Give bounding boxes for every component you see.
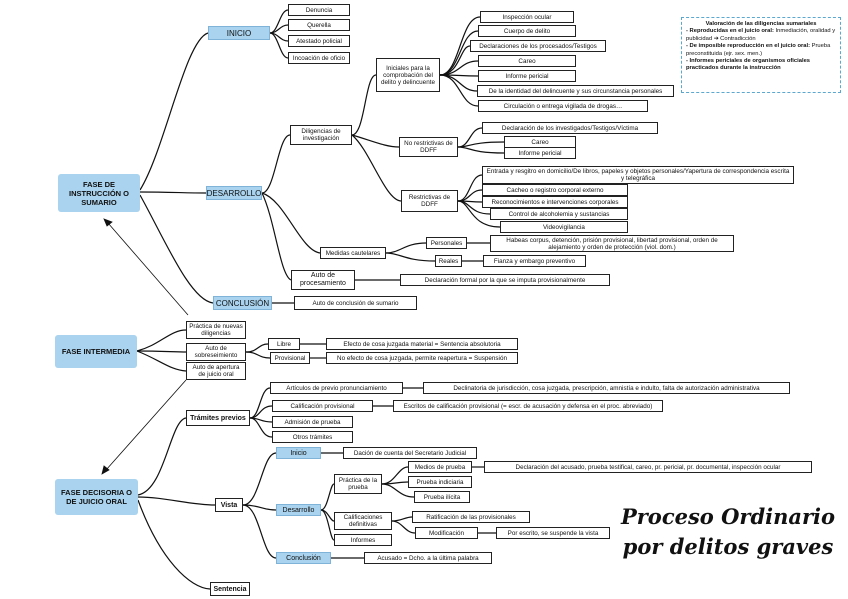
phase-decisoria: FASE DECISORIA O DE JUICIO ORAL <box>55 479 138 515</box>
diagram-title: Proceso Ordinario por delitos graves <box>618 502 838 562</box>
medios-prueba-desc: Declaración del acusado, prueba testific… <box>484 461 812 473</box>
vista-node: Vista <box>215 498 243 512</box>
provisional-node: Provisional <box>270 352 310 364</box>
libre-node: Libre <box>268 338 300 350</box>
articulos-node: Artículos de previo pronunciamiento <box>270 382 403 394</box>
iniciales-item: Informe pericial <box>478 70 576 82</box>
restrictivas-node: Restrictivas de DDFF <box>401 190 458 212</box>
iniciales-item: Declaraciones de los procesados/Testigos <box>470 40 606 52</box>
note-line-1: - Reproducidas en el juicio oral: Inmedi… <box>686 28 836 42</box>
iniciales-item: De la identidad del delincuente y sus ci… <box>477 85 674 97</box>
medidas-node: Medidas cautelares <box>320 247 386 259</box>
no-restrictivas-item: Informe pericial <box>504 147 576 159</box>
modificacion-desc: Por escrito, se suspende la vista <box>496 527 610 539</box>
iniciales-item: Careo <box>478 55 576 67</box>
practica-prueba-node: Práctica de la prueba <box>334 474 382 494</box>
admision-node: Admisión de prueba <box>272 416 353 428</box>
conclusion-desc: Auto de conclusión de sumario <box>294 296 417 310</box>
articulos-desc: Declinatoria de jurisdicción, cosa juzga… <box>423 382 790 394</box>
restrictivas-item: Control de alcoholemia y sustancias <box>490 208 628 220</box>
auto-procesamiento-desc: Declaración formal por la que se imputa … <box>400 274 610 286</box>
vista-conclusion-desc: Acusado = Dcho. a la última palabra <box>364 552 492 564</box>
personales-node: Personales <box>426 237 467 249</box>
inicio-item: Atestado policial <box>288 35 350 47</box>
reales-desc: Fianza y embargo preventivo <box>483 255 586 267</box>
note-line-3: - Informes periciales de organismos ofic… <box>686 58 811 72</box>
valoracion-note: Valoración de las diligencias sumariales… <box>681 17 841 93</box>
provisional-desc: No efecto de cosa juzgada, permite reape… <box>326 352 518 364</box>
phase-instruccion: FASE DE INSTRUCCIÓN O SUMARIO <box>58 174 140 212</box>
phase-intermedia: FASE INTERMEDIA <box>55 335 137 368</box>
reales-node: Reales <box>435 255 462 267</box>
iniciales-item: Cuerpo de delito <box>478 25 576 37</box>
diligencias-node: Diligencias de investigación <box>290 125 352 145</box>
vista-desarrollo-node: Desarrollo <box>276 504 321 516</box>
tramites-previos-node: Trámites previos <box>186 410 250 426</box>
restrictivas-item: Videovigilancia <box>500 221 628 233</box>
inicio-node: INICIO <box>208 26 270 40</box>
vista-conclusion-node: Conclusión <box>276 552 331 564</box>
sentencia-node: Sentencia <box>210 582 250 596</box>
libre-desc: Efecto de cosa juzgada material = Senten… <box>326 338 518 350</box>
vista-inicio-node: Inicio <box>276 447 321 459</box>
sobreseimiento-node: Auto de sobreseimiento <box>186 343 246 361</box>
calificacion-desc: Escritos de calificación provisional (= … <box>393 400 663 412</box>
conclusion-node: CONCLUSIÓN <box>213 296 272 310</box>
prueba-indiciaria-node: Prueba indiciaria <box>408 476 472 488</box>
no-restrictivas-item: Declaración de los investigados/Testigos… <box>482 122 658 134</box>
practica-diligencias-node: Práctica de nuevas diligencias <box>186 321 246 339</box>
calificaciones-definitivas-node: Calificaciones definitivas <box>334 512 392 530</box>
modificacion-node: Modificación <box>415 527 478 539</box>
iniciales-item: Inspección ocular <box>480 11 574 23</box>
personales-desc: Habeas corpus, detención, prisión provis… <box>490 235 734 252</box>
vista-inicio-desc: Dación de cuenta del Secretario Judicial <box>343 447 477 459</box>
inicio-item: Incoación de oficio <box>288 52 350 64</box>
note-line-2: - De imposible reproducción en el juicio… <box>686 43 831 57</box>
desarrollo-node: DESARROLLO <box>206 186 262 200</box>
otros-tramites-node: Otros trámites <box>272 431 353 443</box>
ratificacion-node: Ratificación de las provisionales <box>412 511 530 523</box>
restrictivas-item: Cacheo o registro corporal externo <box>482 184 628 196</box>
note-title: Valoración de las diligencias sumariales <box>705 21 817 27</box>
inicio-item: Querella <box>288 19 350 31</box>
prueba-ilicita-node: Prueba ilícita <box>414 491 470 503</box>
title-line-2: por delitos graves <box>622 534 834 559</box>
iniciales-node: Iniciales para la comprobación del delit… <box>376 58 440 92</box>
calificacion-node: Calificación provisional <box>272 400 373 412</box>
inicio-item: Denuncia <box>288 4 350 16</box>
restrictivas-item: Reconocimientos e intervenciones corpora… <box>482 196 628 208</box>
apertura-juicio-node: Auto de apertura de juicio oral <box>186 362 246 380</box>
no-restrictivas-node: No restrictivas de DDFF <box>399 137 458 157</box>
title-line-1: Proceso Ordinario <box>620 504 836 529</box>
informes-node: Informes <box>334 534 392 546</box>
medios-prueba-node: Medios de prueba <box>408 461 472 473</box>
auto-procesamiento-node: Auto de procesamiento <box>291 270 355 290</box>
restrictivas-item: Entrada y resgitro en domicilio/De libro… <box>482 166 794 184</box>
iniciales-item: Circulación o entrega vigilada de drogas… <box>478 100 648 112</box>
